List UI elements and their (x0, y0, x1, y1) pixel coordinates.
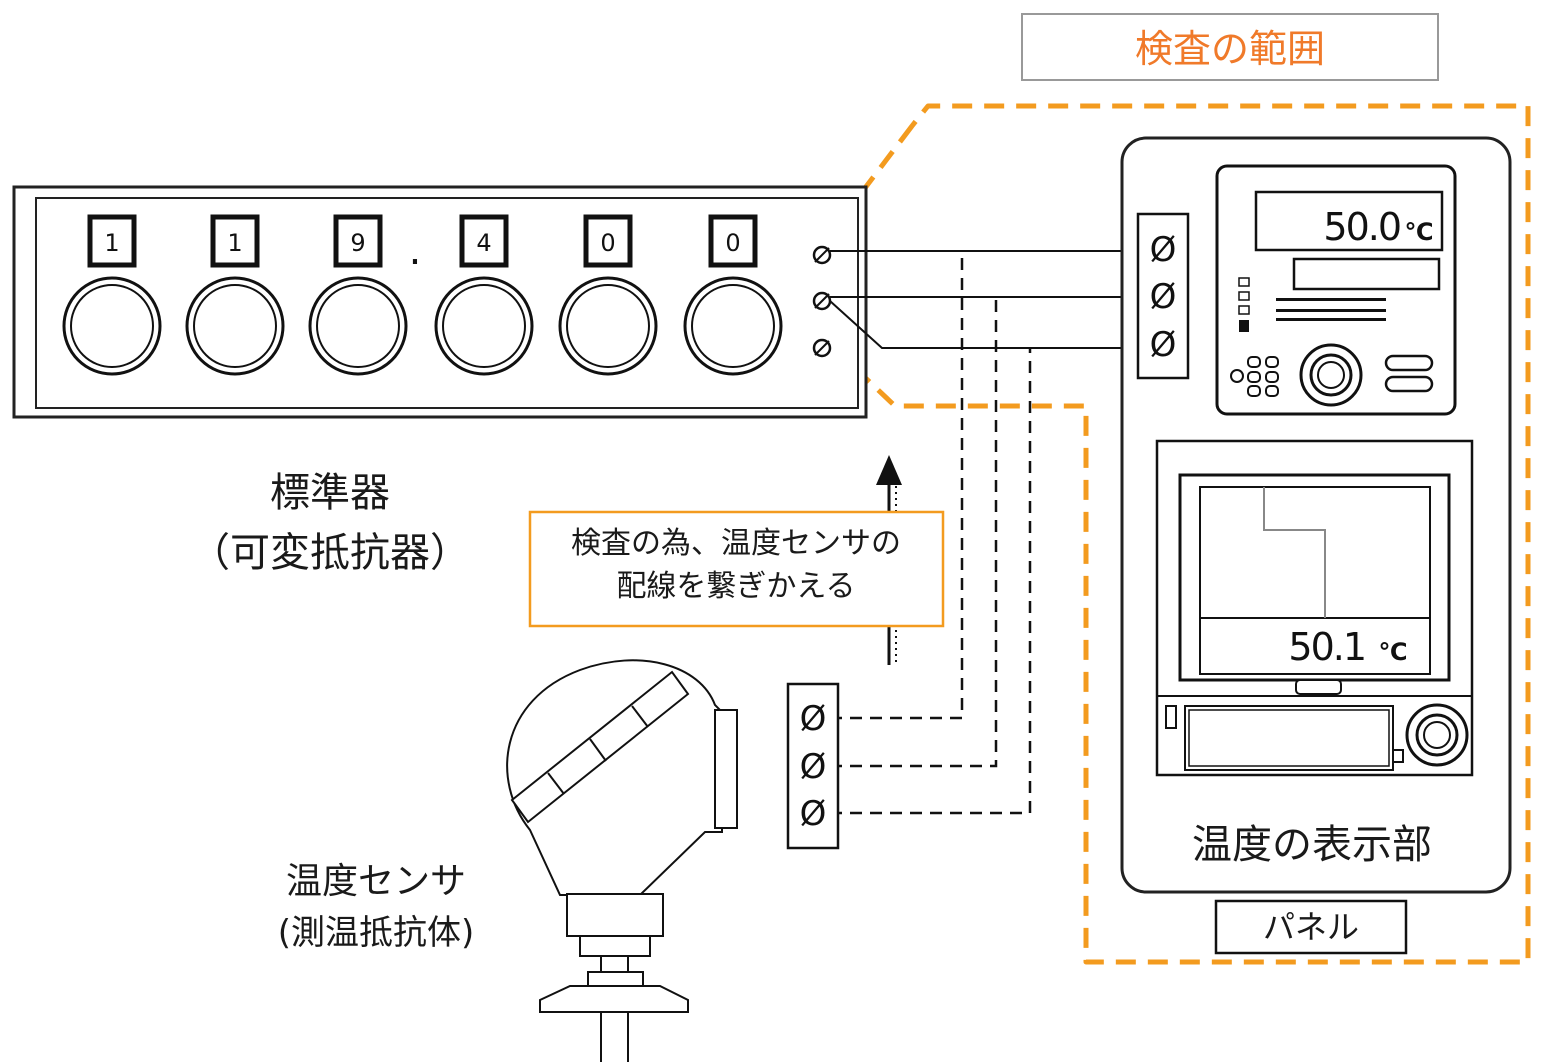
decimal-point: . (409, 228, 422, 274)
svg-text:0: 0 (725, 229, 740, 257)
digit-window: 9 (333, 214, 383, 268)
svg-text:9: 9 (350, 229, 365, 257)
note-line-1: 検査の為、温度センサの (571, 526, 901, 561)
svg-text:1: 1 (104, 229, 119, 257)
digit-window: 0 (583, 214, 633, 268)
sensor-title: 温度センサ (286, 861, 466, 902)
dial-knob (434, 276, 534, 376)
scope-title-box (1021, 13, 1439, 81)
svg-text:0: 0 (600, 229, 615, 257)
dashed-wiring (830, 251, 1032, 815)
up-arrow-icon (876, 455, 902, 485)
sensor-subtitle: (測温抵抗体) (278, 913, 475, 953)
indicator-reading: 50.0 (1323, 205, 1400, 249)
scope-title: 検査の範囲 (1135, 27, 1325, 71)
svg-text:Ø: Ø (1150, 325, 1177, 365)
indicator-unit: ℃ (1404, 218, 1433, 246)
svg-text:Ø: Ø (800, 699, 827, 739)
standard-device-subtitle: （可変抵抗器） (190, 530, 470, 576)
temperature-sensor (506, 659, 738, 1062)
recorder-unit: ℃ (1378, 638, 1407, 666)
sensor-terminal-block: Ø Ø Ø (786, 682, 840, 850)
device-terminal (812, 291, 832, 311)
dial-knob (308, 276, 408, 376)
standard-device-title: 標準器 (270, 470, 390, 516)
digit-window: 1 (87, 214, 137, 268)
display-unit-label: 温度の表示部 (1192, 822, 1432, 868)
panel-label: パネル (1263, 908, 1359, 946)
panel-terminal-block: Ø Ø Ø (1136, 212, 1190, 380)
solid-wiring (829, 250, 1152, 349)
note-line-2: 配線を繋ぎかえる (616, 569, 855, 604)
svg-text:Ø: Ø (1150, 277, 1177, 317)
digit-window: 4 (459, 214, 509, 268)
svg-text:Ø: Ø (800, 794, 827, 834)
dial-knob (558, 276, 658, 376)
recorder-reading: 50.1 (1288, 625, 1365, 669)
dial-knob (683, 276, 783, 376)
digit-window: 1 (210, 214, 260, 268)
indicator-instrument: 50.0 ℃ (1215, 164, 1457, 416)
panel-label-box (1214, 899, 1408, 955)
digit-window: 0 (708, 214, 758, 268)
recorder-trend-line (1263, 487, 1326, 618)
dial-knob (185, 276, 285, 376)
svg-text:1: 1 (227, 229, 242, 257)
dial-knob (62, 276, 162, 376)
svg-text:Ø: Ø (800, 747, 827, 787)
note-box (528, 510, 945, 628)
recorder-instrument: 50.1 ℃ (1155, 439, 1474, 777)
standard-device: 1 1 9 . 4 0 0 (12, 185, 868, 419)
device-terminal (812, 338, 832, 358)
device-terminal (812, 245, 832, 265)
svg-text:4: 4 (476, 229, 491, 257)
svg-text:Ø: Ø (1150, 230, 1177, 270)
